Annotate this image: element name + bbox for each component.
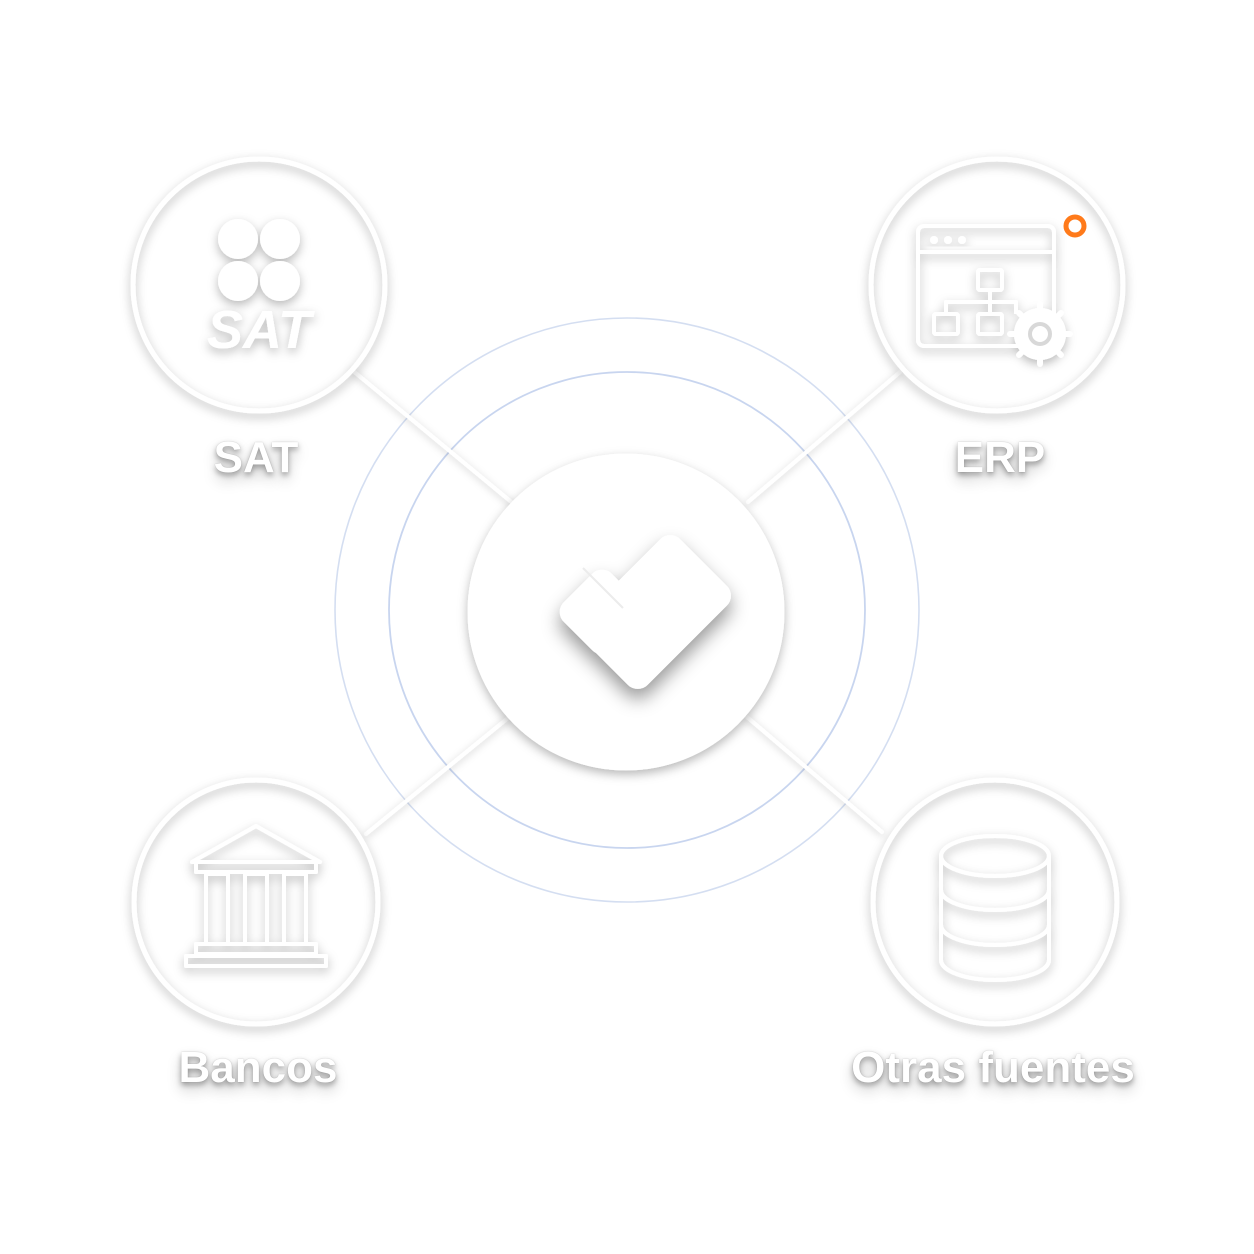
ripple-ring-outer (334, 317, 920, 903)
connector-erp (746, 370, 902, 504)
node-erp-circle[interactable] (868, 156, 1126, 414)
brand-diamond-logo-icon (559, 535, 731, 689)
connector-bancos (364, 716, 510, 836)
sat-logo-icon (218, 219, 300, 301)
node-label-otras-fuentes: Otras fuentes (851, 1043, 1135, 1092)
sat-logo-text: SAT (207, 300, 315, 360)
connector-otras (745, 715, 884, 834)
erp-status-badge (1063, 214, 1087, 238)
bank-icon (184, 824, 328, 968)
node-label-sat: SAT (213, 433, 299, 482)
gear-icon (1007, 301, 1073, 367)
node-label-erp: ERP (954, 433, 1046, 482)
database-icon (939, 834, 1051, 982)
node-sat-circle[interactable] (130, 156, 388, 414)
erp-workflow-icon (916, 224, 1066, 360)
node-label-bancos: Bancos (178, 1043, 338, 1092)
node-otras-circle[interactable] (870, 777, 1120, 1027)
node-bancos-circle[interactable] (131, 777, 381, 1027)
connector-sat (350, 368, 517, 507)
ripple-ring-inner (388, 371, 866, 849)
